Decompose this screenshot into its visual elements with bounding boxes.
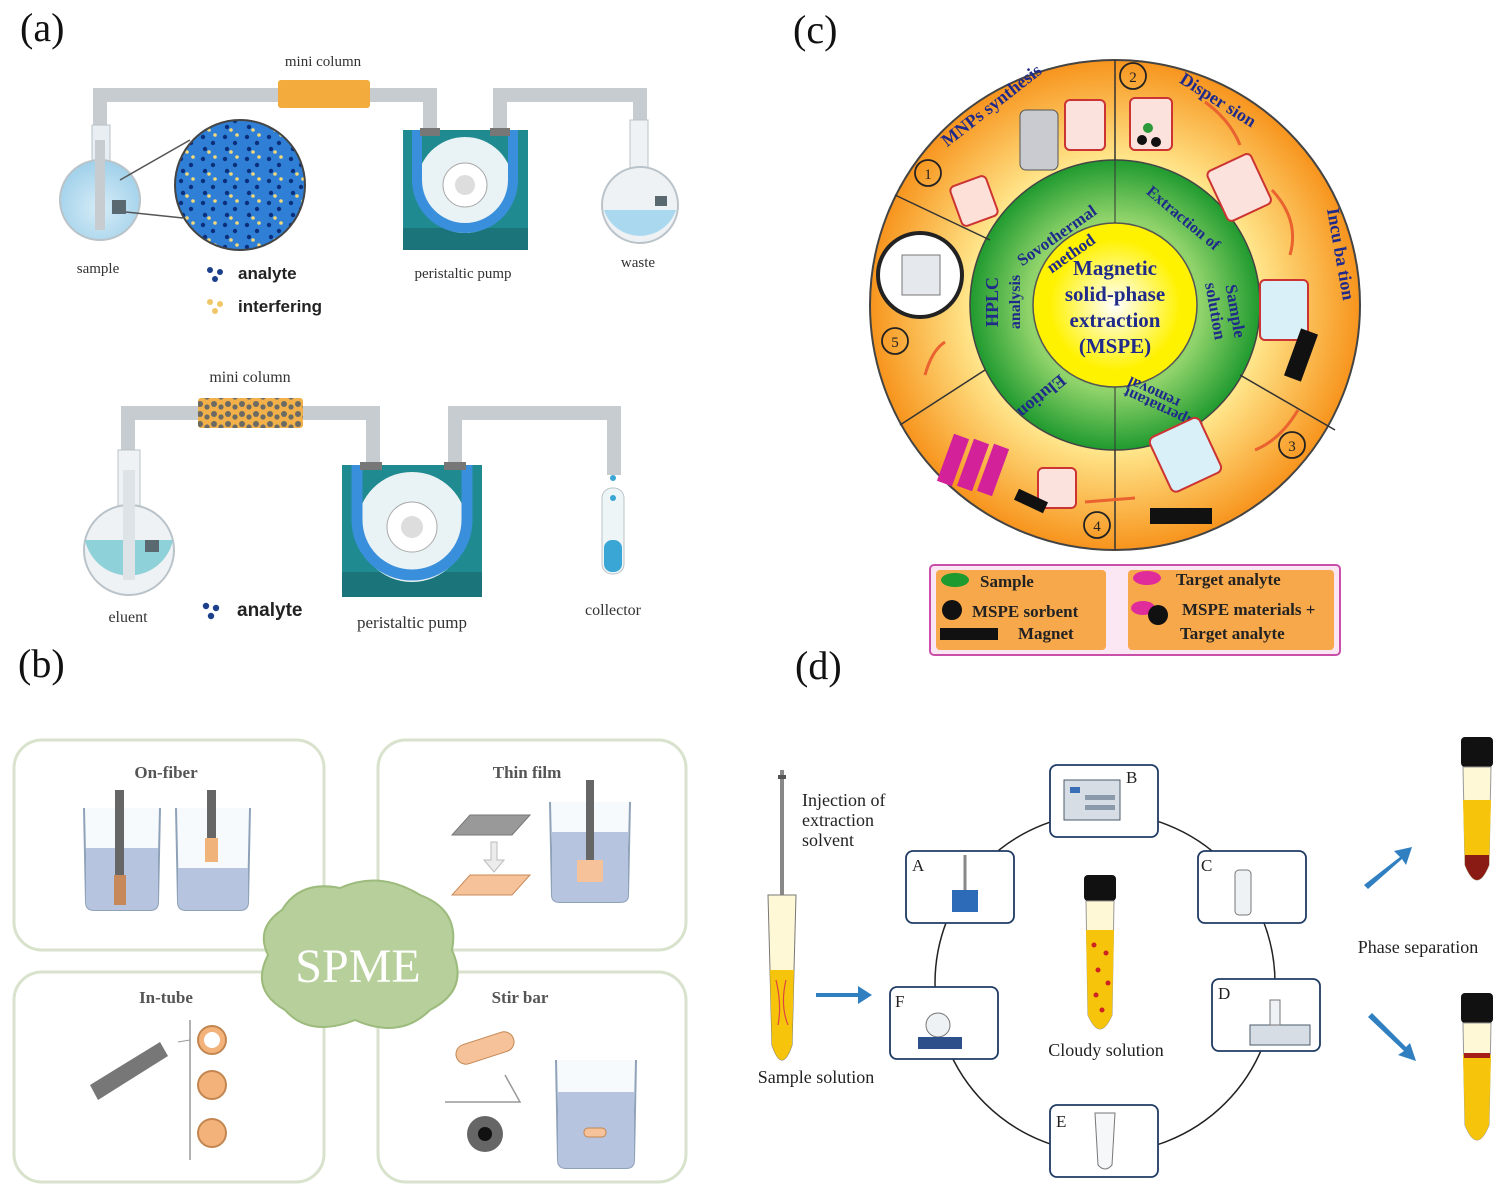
bottom-mini-column	[198, 398, 303, 428]
bottom-peristaltic-pump	[342, 462, 482, 597]
node-b: B	[1126, 768, 1137, 787]
top-column-label: mini column	[285, 54, 362, 70]
center-line-2: solid-phase	[1065, 282, 1165, 306]
syringe	[767, 770, 797, 1061]
eluent-label: eluent	[108, 609, 148, 626]
legend-interfering-icon	[207, 299, 223, 314]
node-d: D	[1218, 984, 1230, 1003]
panel-b-diagram: On-fiber Thin film In-tube Stir bar	[12, 738, 688, 1184]
step-illustrations	[876, 97, 1319, 524]
step-badge-4: 4	[1093, 519, 1101, 535]
syringe-label-1: Injection of	[802, 790, 885, 810]
arrow-to-cycle	[816, 986, 872, 1004]
arrow-up-right	[1364, 847, 1412, 889]
panel-a-diagram: mini column sample analyte interfering	[59, 54, 679, 632]
legend-magnet: Magnet	[1018, 624, 1074, 643]
step-badge-1: 1	[924, 167, 932, 183]
sample-label: sample	[77, 261, 120, 277]
top-tubing	[93, 88, 647, 130]
center-line-4: (MSPE)	[1079, 334, 1151, 358]
panel-c-diagram: Magnetic solid-phase extraction (MSPE) S…	[869, 59, 1361, 656]
quadrant-in-tube: In-tube	[139, 988, 193, 1007]
top-pump-label: peristaltic pump	[414, 266, 511, 282]
step-badge-3: 3	[1288, 439, 1296, 455]
panel-b-letter: (b)	[18, 641, 65, 686]
bottom-pump-label: peristaltic pump	[357, 613, 467, 632]
legend-mspe-sorbent: MSPE sorbent	[972, 602, 1079, 621]
sample-flask	[59, 124, 141, 241]
bottom-column-label: mini column	[209, 369, 290, 386]
in-tube-illustration	[90, 1020, 227, 1160]
arrow-down-right	[1368, 1013, 1416, 1061]
legend-mspe-materials: MSPE materials +	[1182, 600, 1315, 619]
cloudy-solution-label: Cloudy solution	[1048, 1040, 1164, 1060]
node-f: F	[895, 992, 904, 1011]
panel-a-letter: (a)	[20, 5, 65, 50]
legend-target-analyte-2: Target analyte	[1180, 624, 1285, 643]
ring-analysis: analysis	[1007, 275, 1024, 329]
node-e: E	[1056, 1112, 1066, 1131]
eluent-flask	[83, 449, 175, 596]
node-illustrations	[918, 779, 1311, 1170]
legend-analyte-label: analyte	[238, 264, 297, 283]
syringe-label-2: extraction	[802, 810, 874, 830]
panel-d-letter: (d)	[795, 643, 842, 688]
legend-analyte-icon-bottom	[202, 602, 220, 620]
tube-sedimented	[1461, 737, 1493, 881]
phase-separation-label: Phase separation	[1358, 937, 1478, 957]
center-line-1: Magnetic	[1073, 256, 1157, 280]
stir-bar-illustration	[445, 1031, 637, 1169]
thin-film-illustration	[450, 780, 631, 903]
top-mini-column	[278, 80, 370, 108]
legend-interfering-label: interfering	[238, 297, 322, 316]
quadrant-thin-film: Thin film	[493, 763, 562, 782]
collector-label: collector	[585, 602, 642, 619]
node-c: C	[1201, 856, 1212, 875]
syringe-label-3: solvent	[802, 830, 854, 850]
step-badge-5: 5	[891, 335, 899, 351]
collector-tube	[601, 475, 625, 575]
center-line-3: extraction	[1070, 308, 1161, 332]
cloudy-tube	[1084, 875, 1116, 1030]
node-a: A	[912, 856, 925, 875]
spme-center-blob	[260, 879, 459, 1029]
mspe-legend	[929, 564, 1341, 656]
tube-floating	[1461, 993, 1493, 1141]
waste-label: waste	[621, 255, 655, 271]
top-peristaltic-pump	[403, 128, 528, 250]
step-number-badges	[881, 62, 1306, 539]
spme-title: SPME	[295, 940, 420, 993]
zoom-magnifier	[174, 119, 306, 251]
step-badge-2: 2	[1129, 70, 1137, 86]
legend-sample: Sample	[980, 572, 1034, 591]
legend-analyte-bottom-label: analyte	[237, 600, 302, 621]
quadrant-on-fiber: On-fiber	[134, 763, 198, 782]
panel-c-letter: (c)	[793, 7, 838, 52]
waste-flask	[601, 119, 679, 244]
panel-d-diagram: Injection of extraction solvent Sample s…	[758, 737, 1493, 1178]
quadrant-stir-bar: Stir bar	[492, 988, 549, 1007]
legend-analyte-icon	[207, 267, 223, 282]
sample-solution-label: Sample solution	[758, 1067, 875, 1087]
on-fiber-beakers	[83, 790, 251, 911]
legend-target-analyte: Target analyte	[1176, 570, 1281, 589]
ring-hplc: HPLC	[982, 277, 1002, 327]
